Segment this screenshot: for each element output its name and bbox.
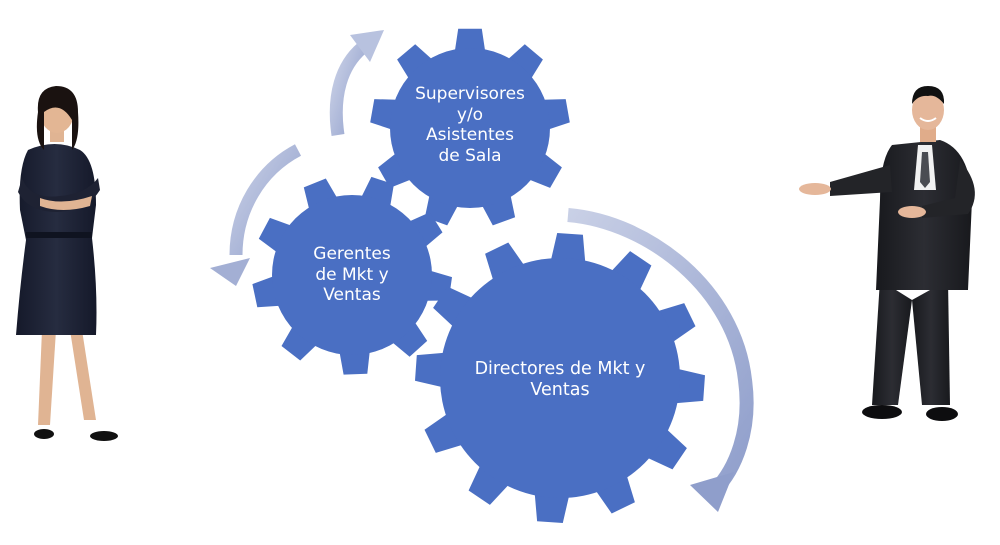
label-line: Asistentes [426,125,514,146]
gear-label-gerentes: Gerentes de Mkt y Ventas [282,244,422,306]
gears [252,28,705,523]
arrow-top [329,43,367,136]
label-line: de Mkt y [315,264,389,285]
label-line: Supervisores [415,84,525,104]
gear-directores-body [440,258,680,498]
gear-supervisores-body [390,48,550,208]
label-line: de Sala [438,146,502,167]
arrowhead-right [690,472,734,512]
arrowhead-left [210,258,250,286]
gear-gerentes-body [272,195,432,355]
person-woman-icon [16,86,118,441]
person-man-icon [799,86,975,421]
arrowhead-top [350,30,384,62]
label-line: Ventas [323,285,381,306]
gear-label-supervisores: Supervisores y/o Asistentes de Sala [395,84,545,167]
label-line: Gerentes [313,244,391,264]
arrow-right [567,208,754,495]
label-line: Directores de Mkt y [474,359,646,379]
label-line: y/o [456,104,484,125]
label-line: Ventas [530,380,590,401]
arrow-left [229,144,302,256]
cycle-arrows [210,30,754,512]
gear-label-directores: Directores de Mkt y Ventas [470,359,650,402]
